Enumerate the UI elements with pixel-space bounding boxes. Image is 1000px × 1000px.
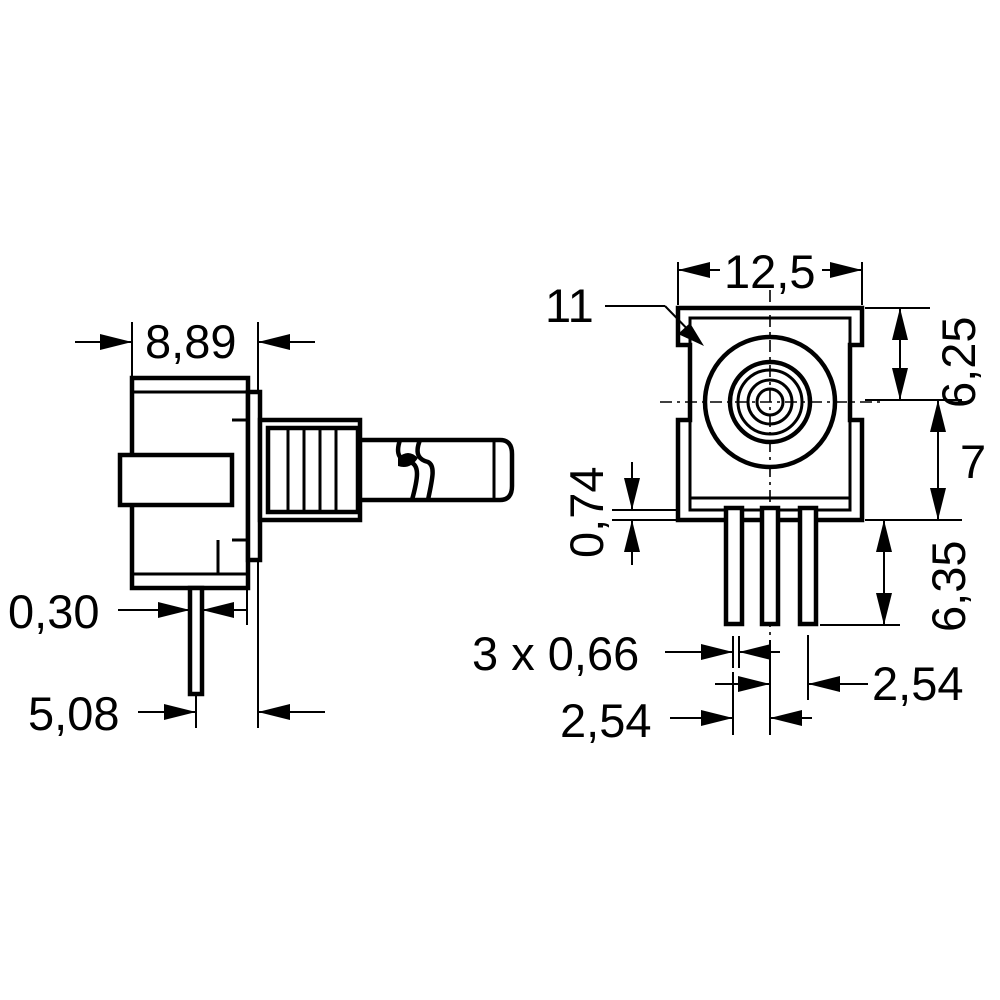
dim-label-pitch-left: 2,54 (560, 694, 651, 747)
dim-label-upper-height: 6,25 (932, 317, 985, 408)
arrow-head (100, 334, 132, 350)
dim-label-pin-offset: 5,08 (28, 687, 119, 740)
arrow-head (830, 262, 862, 278)
arrow-head (164, 704, 196, 720)
arrow-head (158, 602, 190, 618)
arrow-head (202, 602, 234, 618)
arrow-head (770, 710, 802, 726)
dim-label-standoff: 0,74 (560, 467, 613, 558)
arrow-head (701, 710, 733, 726)
arrow-head (678, 262, 710, 278)
arrow-head (258, 704, 290, 720)
arrow-head (808, 676, 840, 692)
terminal-pin (759, 505, 781, 627)
dim-label-pin-length: 6,35 (922, 541, 975, 632)
shaft (357, 437, 515, 503)
housing-detail (216, 418, 248, 574)
dim-label-width: 8,89 (145, 315, 236, 368)
arrow-head (876, 593, 892, 625)
arrow-head (738, 676, 770, 692)
arrow-head (258, 334, 290, 350)
dim-label-width: 12,5 (724, 245, 815, 298)
arrow-head (624, 478, 640, 510)
dim-label-pin-width: 3 x 0,66 (472, 627, 639, 680)
arrow-head (930, 488, 946, 520)
arrow-head (739, 644, 771, 660)
arrow-head (701, 644, 733, 660)
arrow-head (624, 520, 640, 552)
front-view: 12,5 11 6,25 7 0,74 6,35 3 x 0 (472, 245, 986, 747)
front-plate (117, 452, 235, 508)
arrow-head (876, 520, 892, 552)
dim-label-pin-thickness: 0,30 (8, 585, 99, 638)
arrow-head (892, 308, 908, 340)
terminal-pin (723, 505, 745, 627)
part-label: 11 (545, 279, 594, 332)
arrow-head (930, 400, 946, 432)
bushing-flange (265, 425, 361, 515)
arrow-head (678, 323, 704, 346)
terminal-pin (187, 585, 205, 697)
side-view: 8,89 0,30 5,08 (8, 315, 515, 740)
arrow-head (892, 368, 908, 400)
terminal-pin (797, 505, 819, 627)
dim-label-mid-height: 7 (960, 435, 986, 488)
dim-label-pitch-right: 2,54 (872, 657, 963, 710)
bushing-ribs (286, 428, 338, 512)
shaft-break-fill (398, 453, 418, 467)
